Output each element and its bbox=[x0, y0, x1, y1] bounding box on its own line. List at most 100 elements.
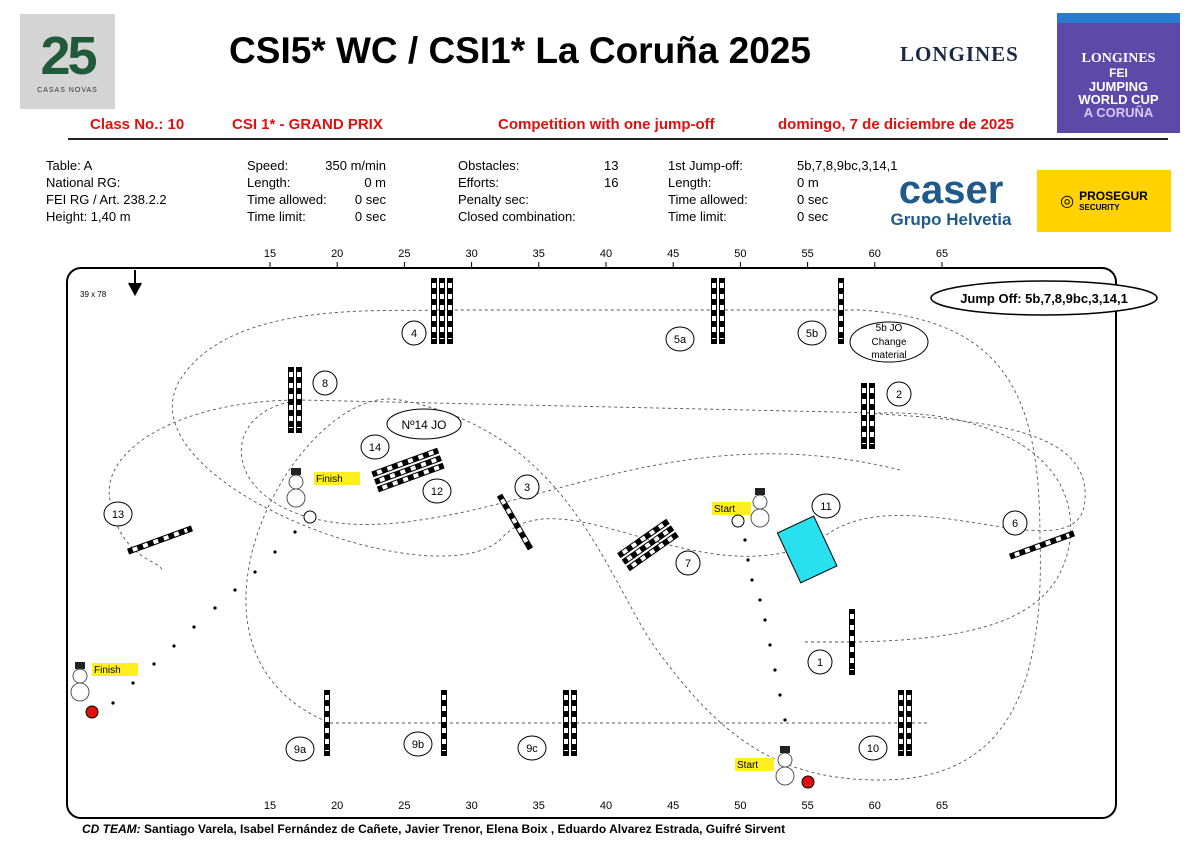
scale-label-top: 20 bbox=[331, 248, 343, 260]
finish-label: Finish bbox=[316, 474, 343, 485]
info-value: 5b,7,8,9bc,3,14,1 bbox=[797, 158, 898, 173]
obstacle-number-circle bbox=[811, 493, 841, 519]
info-value: 0 sec bbox=[797, 209, 829, 224]
obstacle bbox=[431, 278, 453, 344]
prosegur-subtext: SECURITY bbox=[1079, 203, 1120, 212]
obstacle bbox=[861, 383, 875, 449]
snowman-icon bbox=[70, 662, 90, 702]
marker-ball bbox=[303, 510, 317, 524]
info-label: Time limit: bbox=[668, 209, 727, 224]
scale-label-top: 45 bbox=[667, 248, 679, 260]
walk-dot bbox=[233, 588, 237, 592]
finish-marker: Finish bbox=[314, 472, 360, 485]
info-col-3-values: 13 16 bbox=[604, 157, 618, 191]
info-value: 0 sec bbox=[354, 192, 386, 207]
info-col-4-labels: 1st Jump-off: Length: Time allowed: Time… bbox=[668, 157, 748, 225]
wc-line: JUMPING bbox=[1088, 79, 1149, 94]
info-value: 16 bbox=[604, 175, 619, 190]
info-label: Closed combination: bbox=[458, 209, 576, 224]
walk-dot bbox=[768, 643, 772, 647]
obstacle-number: 9a bbox=[294, 744, 307, 756]
obstacle-number-circle bbox=[1002, 510, 1028, 536]
info-text: FEI RG / Art. 238.2.2 bbox=[46, 192, 167, 207]
snowman-icon bbox=[775, 746, 795, 786]
obstacle-number-circle bbox=[886, 381, 912, 407]
obstacle-number: 13 bbox=[112, 509, 124, 521]
footer-label: CD TEAM: bbox=[82, 822, 141, 836]
obstacle bbox=[371, 447, 445, 493]
info-col-4-values: 5b,7,8,9bc,3,14,1 0 m 0 sec 0 sec bbox=[797, 157, 897, 225]
scale-label-top: 15 bbox=[264, 248, 276, 260]
obstacle bbox=[711, 278, 725, 344]
obstacle bbox=[898, 690, 912, 756]
scale-label-bottom: 15 bbox=[264, 800, 276, 812]
obstacle bbox=[496, 493, 534, 551]
info-value: 350 m/min bbox=[325, 158, 386, 173]
info-label: Obstacles: bbox=[458, 158, 520, 173]
walk-dot bbox=[746, 558, 750, 562]
obstacle-number: 14 bbox=[369, 442, 381, 454]
footer-credits: CD TEAM: Santiago Varela, Isabel Fernánd… bbox=[82, 822, 785, 836]
scale-label-bottom: 60 bbox=[869, 800, 881, 812]
obstacle-number: 1 bbox=[817, 657, 823, 669]
obstacle-number-circle bbox=[401, 320, 427, 346]
scale-label-bottom: 45 bbox=[667, 800, 679, 812]
wc-line: LONGINES bbox=[1081, 51, 1156, 66]
obstacle-number: 6 bbox=[1012, 518, 1018, 530]
info-label: Time limit: bbox=[247, 209, 306, 224]
header-divider bbox=[68, 138, 1168, 140]
walk-dot bbox=[172, 644, 176, 648]
water-jump-11 bbox=[776, 515, 838, 584]
walk-dot bbox=[763, 618, 767, 622]
event-date: domingo, 7 de diciembre de 2025 bbox=[778, 116, 1014, 133]
obstacle-number-circle bbox=[422, 478, 452, 504]
arena-border bbox=[66, 267, 1117, 819]
walk-dot bbox=[213, 606, 217, 610]
obstacle-number-circle bbox=[807, 649, 833, 675]
finish-label: Finish bbox=[94, 665, 121, 676]
info-label: 1st Jump-off: bbox=[668, 158, 743, 173]
prosegur-logo: ◎ PROSEGUR SECURITY bbox=[1037, 170, 1171, 232]
scale-label-bottom: 20 bbox=[331, 800, 343, 812]
note-14-bubble bbox=[386, 408, 462, 440]
entry-arrow-icon bbox=[128, 270, 142, 297]
info-col-1: Table: A National RG: FEI RG / Art. 238.… bbox=[46, 157, 167, 225]
competition-type: Competition with one jump-off bbox=[498, 116, 715, 133]
note-5b-text: 5b JO bbox=[876, 323, 903, 334]
obstacle-number: 7 bbox=[685, 558, 691, 570]
obstacle-number-circle bbox=[360, 434, 390, 460]
logo-text: CASAS NOVAS bbox=[37, 87, 98, 94]
obstacle-number: 9b bbox=[412, 739, 424, 751]
note-5b-bubble bbox=[849, 321, 929, 363]
walk-dot bbox=[152, 662, 156, 666]
info-label: Time allowed: bbox=[247, 192, 327, 207]
obstacle-number-circle bbox=[312, 370, 338, 396]
arena-size: 39 x 78 bbox=[80, 290, 107, 299]
info-label: Length: bbox=[668, 175, 712, 190]
caser-subtext: Grupo Helvetia bbox=[890, 210, 1012, 229]
jump-off-note-bubble bbox=[930, 280, 1158, 316]
walk-dot bbox=[758, 598, 762, 602]
scale-label-top: 35 bbox=[533, 248, 545, 260]
marker-ball bbox=[85, 705, 99, 719]
obstacle-number-circle bbox=[514, 474, 540, 500]
obstacle-number: 3 bbox=[524, 482, 530, 494]
obstacle-number: 4 bbox=[411, 328, 417, 340]
info-value: 0 sec bbox=[797, 192, 829, 207]
caser-text: caser bbox=[898, 168, 1004, 212]
info-text: Table: A bbox=[46, 158, 93, 173]
obstacle-number: 8 bbox=[322, 378, 328, 390]
walk-dot bbox=[192, 625, 196, 629]
scale-label-top: 55 bbox=[801, 248, 813, 260]
scale-label-top: 60 bbox=[869, 248, 881, 260]
walk-dot bbox=[293, 530, 297, 534]
obstacle-number-circle bbox=[665, 326, 695, 352]
obstacle bbox=[1009, 530, 1075, 560]
info-label: Speed: bbox=[247, 158, 289, 173]
wc-line: FEI bbox=[1109, 66, 1128, 80]
scale-label-bottom: 30 bbox=[465, 800, 477, 812]
obstacle-number-circle bbox=[403, 731, 433, 757]
info-label: Penalty sec: bbox=[458, 192, 529, 207]
info-value: 0 sec bbox=[354, 209, 386, 224]
snowman-icon bbox=[750, 488, 770, 528]
